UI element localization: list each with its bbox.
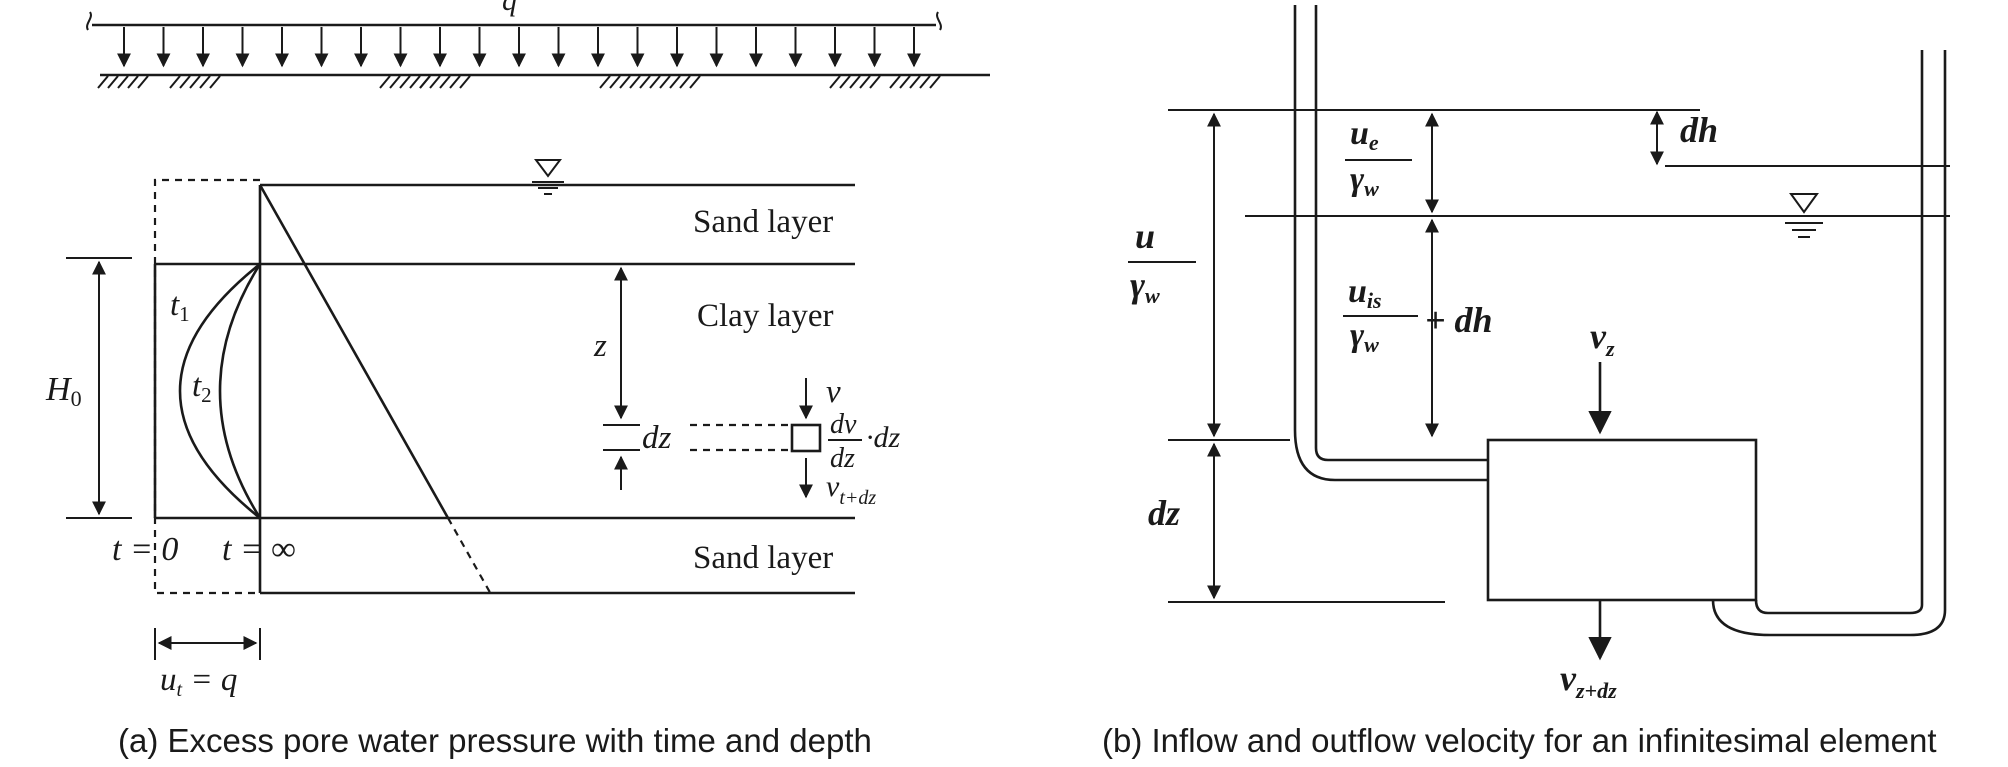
hatch-mark (609, 75, 621, 89)
clay-label: Clay layer (697, 298, 834, 334)
t1-label: t1 (170, 287, 190, 326)
hatch-mark (459, 75, 471, 89)
uis-den: γw (1350, 317, 1379, 357)
isochrone-t2 (218, 263, 262, 519)
hatch-mark (389, 75, 401, 89)
hatch-mark (429, 75, 441, 89)
hatch-mark (189, 75, 201, 89)
uniform-load: q (86, 0, 990, 89)
right-tube-outer (1711, 50, 1947, 637)
right-tube-inner (1754, 50, 1924, 615)
h0-label: H0 (45, 371, 82, 411)
load-arrows (117, 27, 921, 68)
dv-denominator: dz (830, 443, 855, 474)
hatch-mark (889, 75, 901, 89)
uis-num: uis (1348, 273, 1382, 313)
ue-num: ue (1350, 115, 1379, 155)
hatch-mark (439, 75, 451, 89)
hatch-mark (679, 75, 691, 89)
hatch-mark (97, 75, 109, 89)
hatch-mark (379, 75, 391, 89)
caption-b: (b) Inflow and outflow velocity for an i… (1102, 722, 1937, 759)
hatch-mark (599, 75, 611, 89)
dv-tail: ·dz (866, 421, 901, 454)
dz-label-a: dz (642, 420, 672, 456)
hatch-mark (449, 75, 461, 89)
hatch-mark (839, 75, 851, 89)
load-label: q (502, 0, 517, 17)
hydrostatic-line (258, 184, 450, 519)
hatch-mark (919, 75, 931, 89)
dz-label-b: dz (1148, 493, 1180, 533)
hatch-mark (929, 75, 941, 89)
hatch-mark (179, 75, 191, 89)
hatch-mark (209, 75, 221, 89)
sand-top-label: Sand layer (693, 204, 833, 240)
hydrostatic-line-ext (447, 517, 493, 597)
t2-label: t2 (192, 368, 212, 407)
left-tube-inner (1314, 5, 1488, 462)
caption-a: (a) Excess pore water pressure with time… (118, 722, 872, 759)
hatch-mark (419, 75, 431, 89)
uis-tail: + dh (1425, 300, 1493, 340)
hatch-mark (137, 75, 149, 89)
water-table-icon (1785, 193, 1823, 238)
hatch-mark (869, 75, 881, 89)
hatch-mark (669, 75, 681, 89)
tinf-label: t = ∞ (222, 531, 296, 568)
hatch-mark (649, 75, 661, 89)
initial-pressure-outline (153, 178, 260, 595)
hatch-mark (169, 75, 181, 89)
sand-bottom-label: Sand layer (693, 540, 833, 576)
z-label: z (593, 328, 607, 364)
hatch-mark (127, 75, 139, 89)
dh-label: dh (1680, 110, 1718, 150)
hatch-mark (117, 75, 129, 89)
hatch-mark (199, 75, 211, 89)
hatch-mark (629, 75, 641, 89)
hatch-mark (909, 75, 921, 89)
hatch-mark (399, 75, 411, 89)
hatch-mark (659, 75, 671, 89)
hatch-mark (409, 75, 421, 89)
v-label-a: v (826, 374, 841, 410)
infinitesimal-element (1486, 438, 1758, 602)
ground-hatching (97, 75, 941, 89)
u-num: u (1135, 216, 1155, 256)
hatch-mark (849, 75, 861, 89)
hatch-mark (107, 75, 119, 89)
t0-label: t = 0 (112, 531, 178, 568)
hatch-mark (619, 75, 631, 89)
u-den: γw (1130, 265, 1160, 308)
hatch-mark (829, 75, 841, 89)
dv-numerator: dv (830, 409, 857, 440)
ue-den: γw (1350, 161, 1379, 201)
water-table-icon (532, 159, 564, 195)
hatch-mark (859, 75, 871, 89)
hatch-mark (899, 75, 911, 89)
left-tube-outer (1293, 5, 1488, 482)
hatch-mark (639, 75, 651, 89)
soil-element (790, 423, 822, 453)
v-out-label-a: vt+dz (826, 470, 876, 509)
hatch-mark (689, 75, 701, 89)
panel-b: u γw dz ue γw dh uis γw + dh vz vz+dz (b… (1102, 5, 1950, 759)
panel-a: q Sand layer Clay layer Sand laye (45, 0, 990, 759)
vz-label: vz (1590, 316, 1615, 361)
isochrone-t1 (178, 262, 261, 520)
vzdz-label: vz+dz (1560, 658, 1617, 703)
ut-label: ut = q (160, 662, 237, 701)
